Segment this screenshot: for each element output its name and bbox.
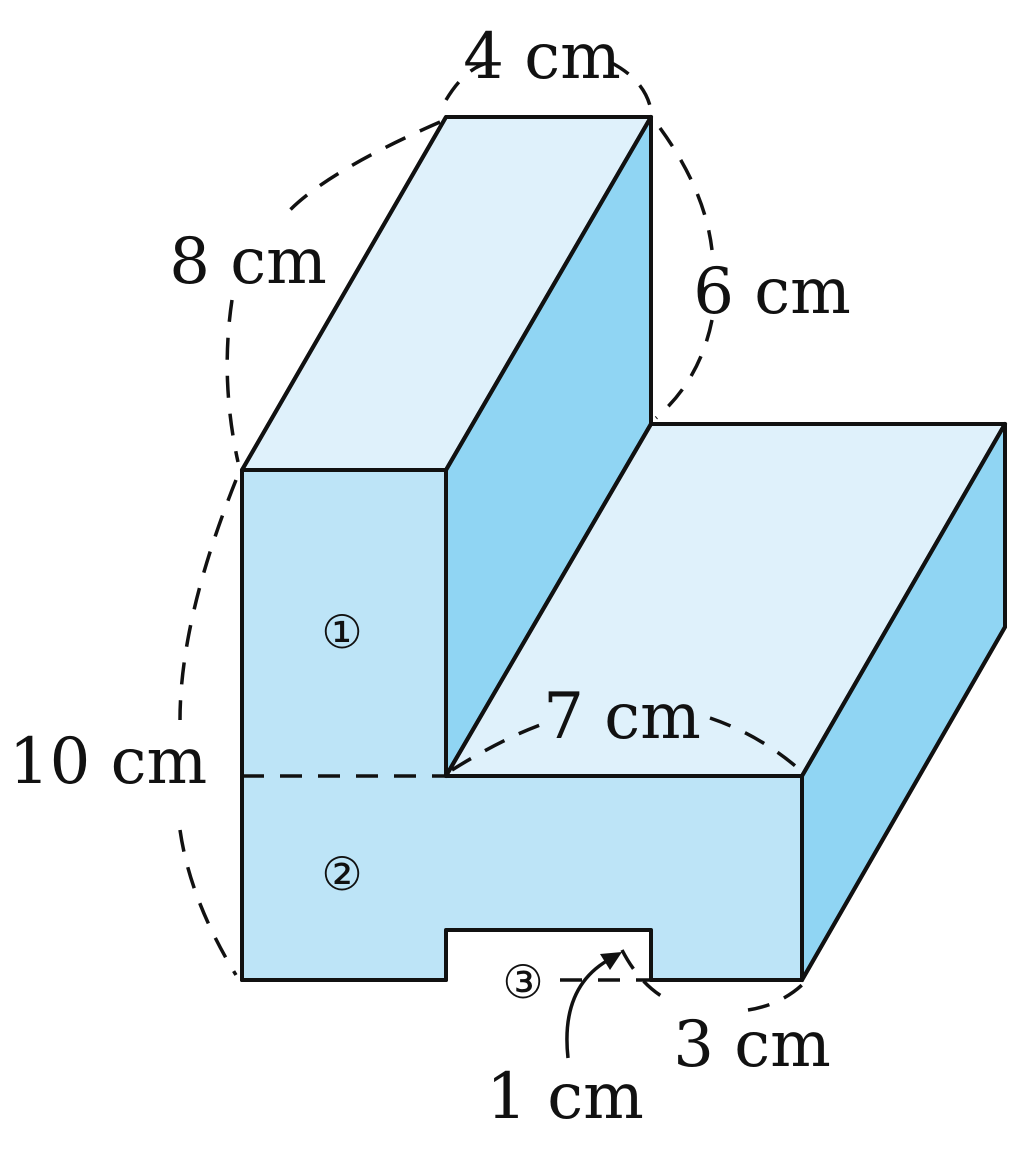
dim-brace-3cm [620, 949, 804, 1012]
dim-brace-8cm [225, 120, 441, 463]
dashed-guides-group [178, 60, 804, 1012]
front-face [242, 470, 802, 980]
label-step-width: 7 cm [543, 680, 701, 754]
region-3-marker: ③ [502, 955, 543, 1009]
notch-face [446, 930, 651, 980]
label-notch-height: 1 cm [486, 1060, 644, 1134]
arrow-1cm-shaft [565, 956, 613, 1059]
tall-top-right-edge [444, 115, 653, 472]
dim-brace-7cm [451, 716, 802, 772]
dim-brace-4cm [444, 60, 653, 111]
region-2-marker: ② [321, 847, 362, 901]
label-right-height: 6 cm [693, 255, 851, 329]
region-1-marker: ① [321, 605, 362, 659]
edges-group [240, 115, 1007, 982]
dimension-labels: 4 cm 8 cm 6 cm 10 cm 7 cm 3 cm 1 cm [9, 20, 851, 1134]
step-right-slant-edge [800, 422, 1007, 778]
label-notch-width: 3 cm [673, 1008, 831, 1082]
inner-slant-edge [444, 422, 653, 778]
arrow-1cm-head [600, 952, 622, 970]
label-slant-left: 8 cm [169, 225, 327, 299]
outline-edge [240, 115, 1007, 982]
dim-brace-10cm [178, 479, 238, 976]
notch-edge [444, 928, 653, 982]
arrow-1cm [565, 952, 622, 1059]
dim-brace-6cm [654, 126, 714, 420]
region-markers: ① ② ③ [321, 605, 543, 1009]
label-total-height: 10 cm [9, 725, 207, 799]
label-top-width: 4 cm [463, 20, 621, 94]
